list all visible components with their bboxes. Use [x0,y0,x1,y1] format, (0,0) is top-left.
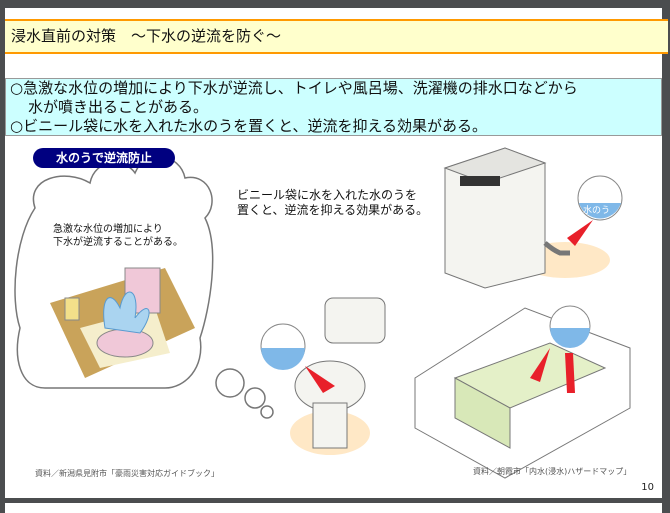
toilet-sandbag-illustration [260,297,386,455]
toilet-overflow-illustration [50,267,195,378]
bullet-1: ○急激な水位の増加により下水が逆流し、トイレや風呂場、洗濯機の排水口などから [10,79,578,97]
bathtub-illustration [414,305,631,479]
slide-page: 浸水直前の対策 ～下水の逆流を防ぐ～ ○急激な水位の増加により下水が逆流し、トイ… [5,8,668,498]
slide-title: 浸水直前の対策 ～下水の逆流を防ぐ～ [5,19,668,54]
sandbag-label: 水のう [583,206,611,216]
caption-line: 置くと、逆流を抑える効果がある。 [237,203,429,217]
caption-line: ビニール袋に水を入れた水のうを [237,188,418,202]
bullet-2: ○ビニール袋に水を入れた水のうを置くと、逆流を抑える効果がある。 [10,117,488,135]
cloud-text-line: 下水が逆流することがある。 [53,237,183,248]
washing-machine-illustration [443,147,623,289]
next-page [5,503,662,513]
bullet-box: ○急激な水位の増加により下水が逆流し、トイレや風呂場、洗濯機の排水口などから 水… [5,78,662,136]
cloud-text-line: 急激な水位の増加により [53,224,163,235]
source-right: 資料／朝霞市「内水(浸水)ハザードマップ」 [473,467,632,476]
page-number: 10 [641,482,654,493]
bullet-1-cont: 水が噴き出ることがある。 [28,98,209,116]
caption: ビニール袋に水を入れた水のうを 置くと、逆流を抑える効果がある。 [237,188,428,218]
source-left: 資料／新潟県見附市「豪雨災害対応ガイドブック」 [35,469,219,478]
cloud-text: 急激な水位の増加により 下水が逆流することがある。 [53,223,183,249]
illustrations [14,147,631,479]
section-badge: 水のうで逆流防止 [33,148,175,168]
